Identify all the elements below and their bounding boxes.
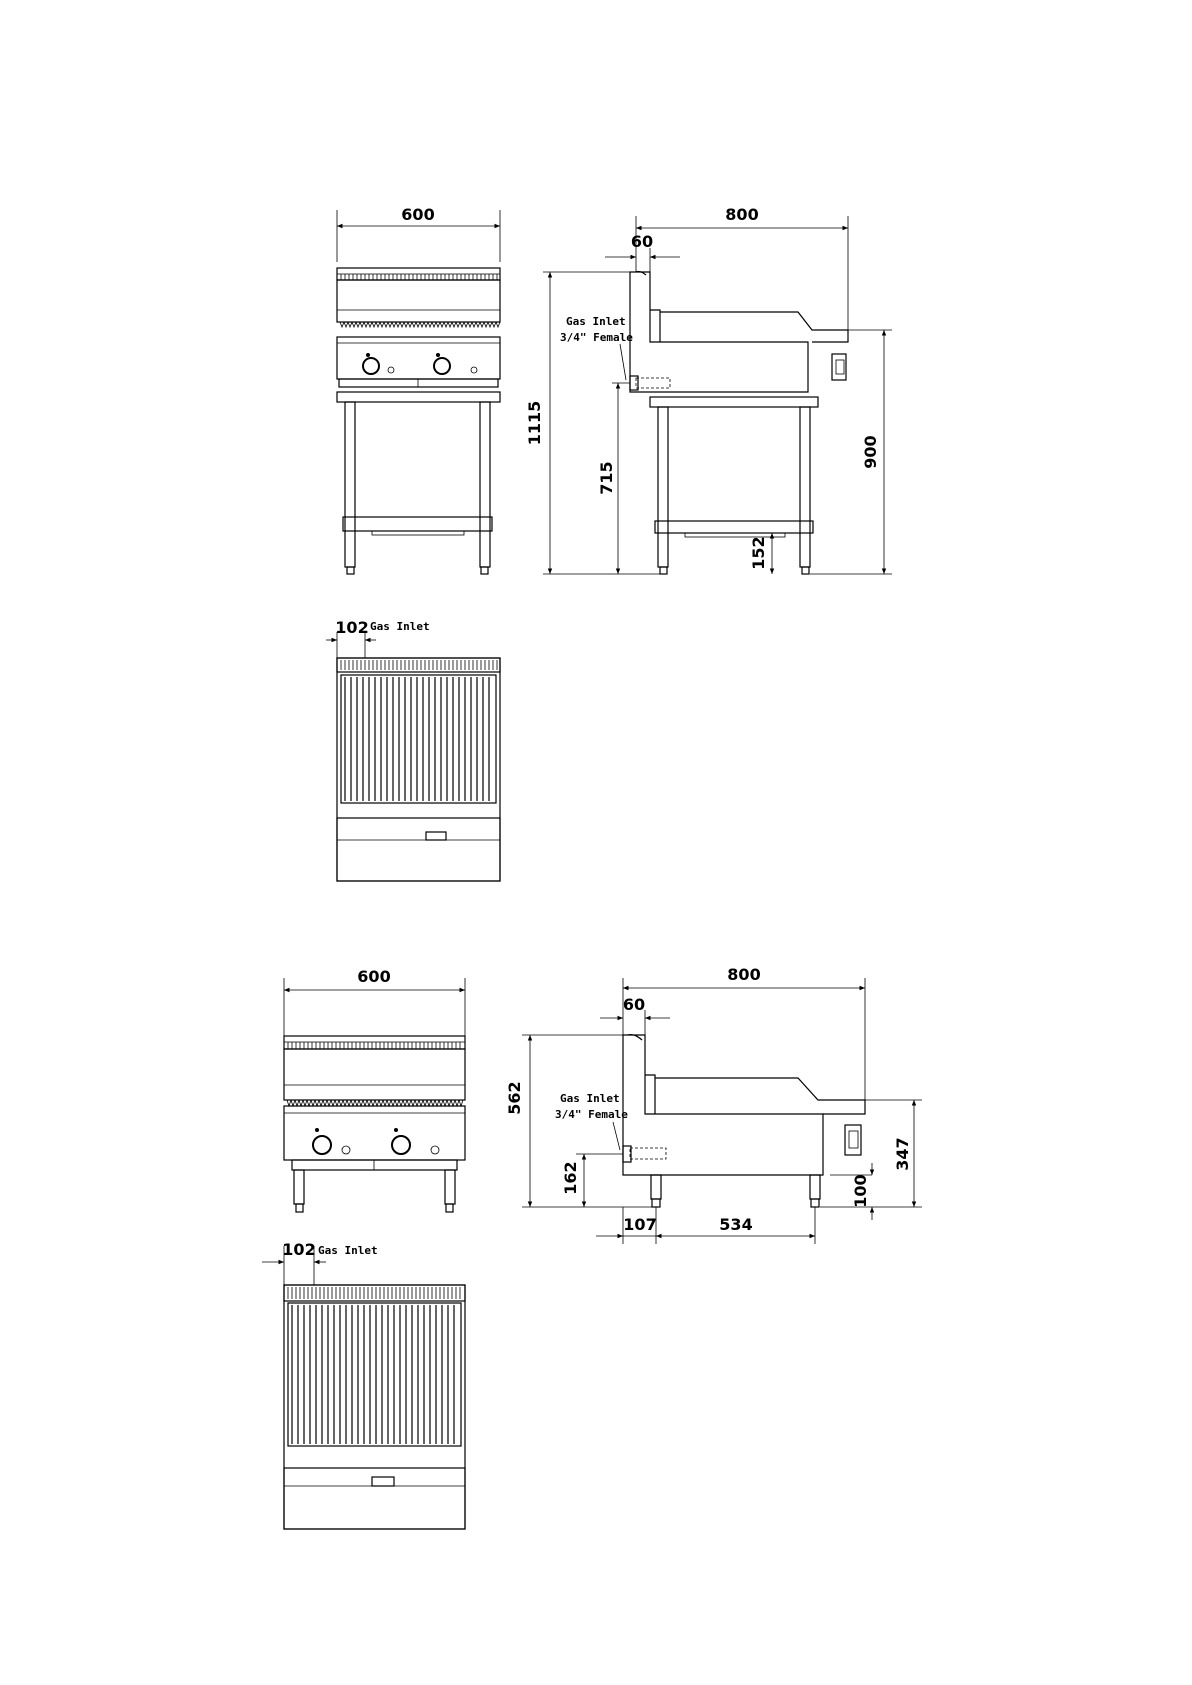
upper-top-view: 102 Gas Inlet — [326, 618, 500, 881]
lower-knob-right — [392, 1136, 410, 1154]
upper-knob-left — [363, 358, 379, 374]
upper-top-inlet-offset-label: 102 — [335, 618, 368, 637]
lower-side-depth-label: 800 — [727, 965, 760, 984]
upper-front-view: 600 — [337, 205, 500, 574]
lower-leg-spacing-label: 534 — [719, 1215, 752, 1234]
upper-side-depth-label: 800 — [725, 205, 758, 224]
upper-top-inlet-label: Gas Inlet — [370, 620, 430, 633]
lower-gas-inlet-label: Gas Inlet — [560, 1092, 620, 1105]
upper-inlet-height-label: 715 — [597, 461, 616, 494]
upper-work-height-label: 900 — [861, 435, 880, 468]
lower-knob-left — [313, 1136, 331, 1154]
grill-teeth — [287, 1100, 463, 1106]
upper-splash-offset-label: 60 — [631, 232, 653, 251]
upper-front-width-label: 600 — [401, 205, 434, 224]
upper-total-height-label: 1115 — [525, 401, 544, 446]
upper-gas-inlet-size-label: 3/4" Female — [560, 331, 633, 344]
lower-inlet-height-label: 162 — [561, 1161, 580, 1194]
upper-knob-right — [434, 358, 450, 374]
upper-shelf-height-label: 152 — [749, 536, 768, 569]
lower-total-height-label: 562 — [505, 1081, 524, 1114]
lower-top-inlet-offset-label: 102 — [282, 1240, 315, 1259]
grill-teeth — [340, 322, 500, 327]
lower-side-view: 800 60 Gas Inlet 3/4" Female 562 162 — [505, 965, 922, 1244]
lower-front-view: 600 — [284, 967, 465, 1212]
lower-work-height-label: 347 — [893, 1137, 912, 1170]
lower-splash-offset-label: 60 — [623, 995, 645, 1014]
lower-front-width-label: 600 — [357, 967, 390, 986]
upper-side-view: 800 60 Gas Inlet 3/4" Female 1115 — [525, 205, 892, 574]
lower-inlet-from-back-label: 107 — [623, 1215, 656, 1234]
lower-leg-height-label: 100 — [851, 1174, 870, 1207]
upper-gas-inlet-label: Gas Inlet — [566, 315, 626, 328]
lower-gas-inlet-size-label: 3/4" Female — [555, 1108, 628, 1121]
lower-top-view: 102 Gas Inlet — [262, 1240, 465, 1529]
lower-top-inlet-label: Gas Inlet — [318, 1244, 378, 1257]
